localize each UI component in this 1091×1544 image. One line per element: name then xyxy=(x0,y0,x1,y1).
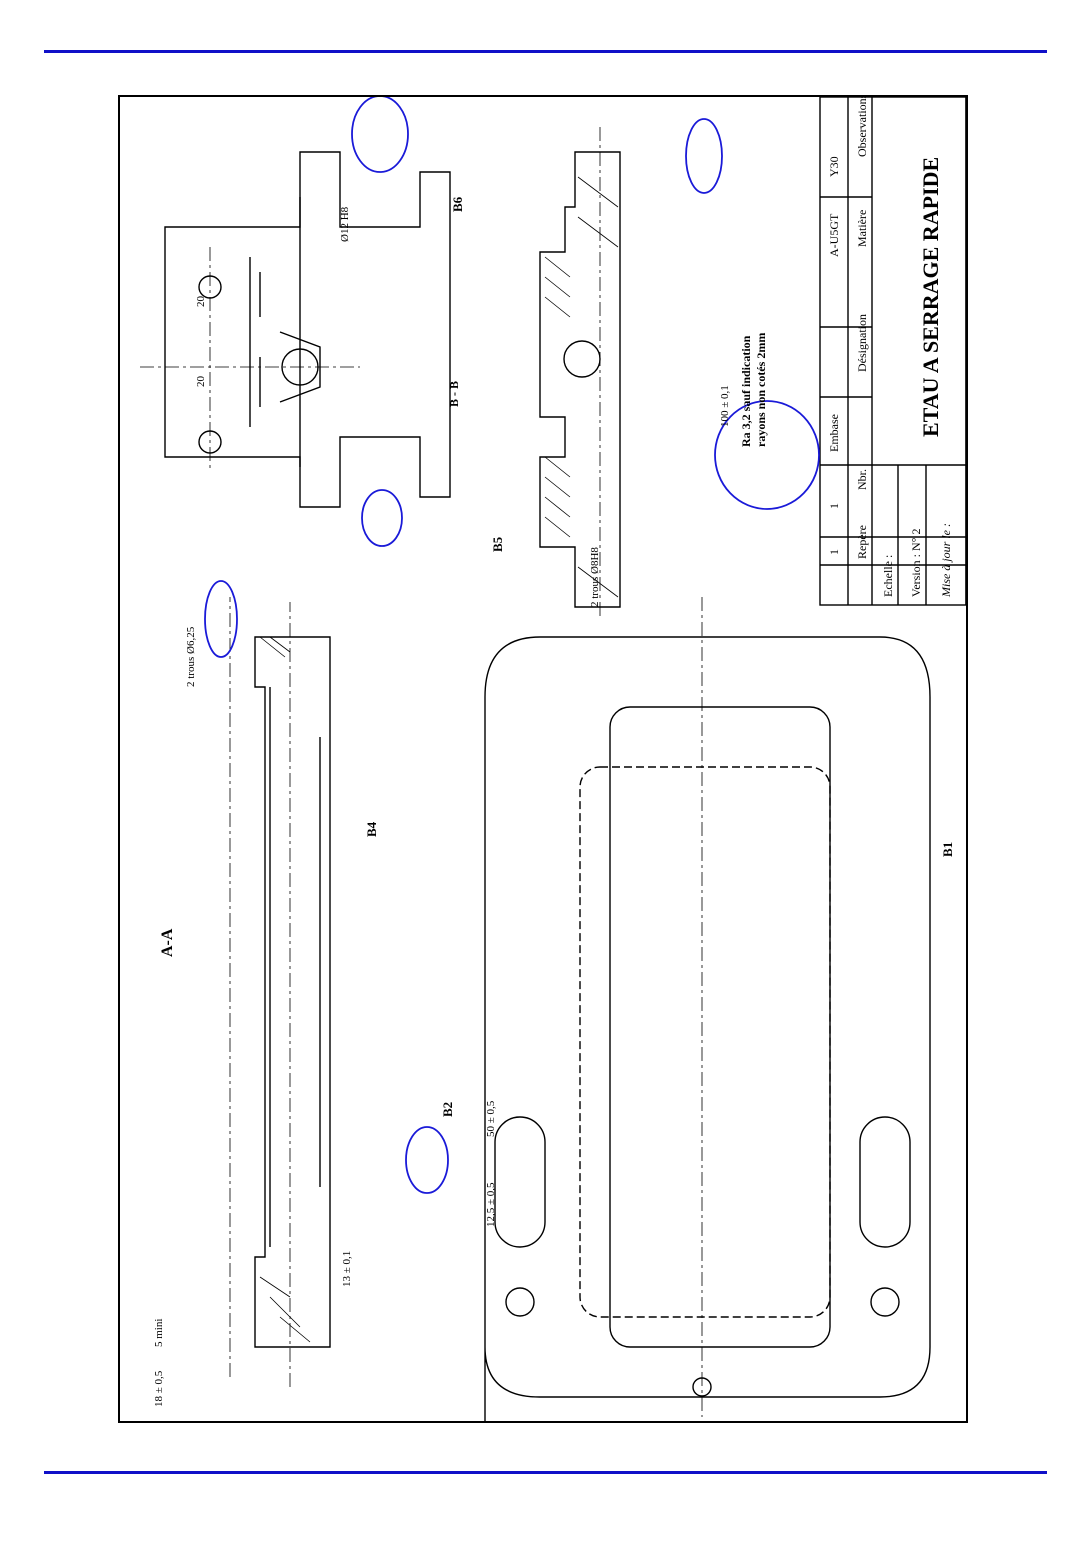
col-nbr: Nbr. xyxy=(855,469,869,490)
dim-50: 50 ± 0,5 xyxy=(485,1100,497,1137)
highlight-ellipse xyxy=(204,580,238,658)
dim-5mini: 5 mini xyxy=(153,1319,165,1347)
dim-12h8: Ø12 H8 xyxy=(339,206,351,242)
section-bb xyxy=(539,127,621,617)
highlight-ellipse xyxy=(361,489,403,547)
top-rule xyxy=(44,50,1047,53)
bottom-rule xyxy=(44,1471,1047,1474)
row-observations: Y30 xyxy=(827,156,841,177)
echelle-label: Echelle : xyxy=(881,555,895,597)
version-label: Version : N° 2 xyxy=(909,529,923,597)
dim-18: 18 ± 0,5 xyxy=(153,1370,165,1407)
view-aa-label: A-A xyxy=(159,928,176,957)
dim-20a: 20 xyxy=(195,376,207,388)
col-repere: Repère xyxy=(855,525,869,559)
plan-view xyxy=(484,597,931,1421)
surface-note-line1: Ra 3,2 sauf indication xyxy=(739,335,753,447)
row-designation: Embase xyxy=(827,414,841,452)
datum-b4: B4 xyxy=(364,821,379,837)
dim-125: 12,5 ± 0,5 xyxy=(485,1182,497,1227)
mise-a-jour-label: Mise à jour le : xyxy=(939,523,953,598)
dim-trous8: 2 trous Ø8H8 xyxy=(589,547,601,607)
top-view xyxy=(140,151,451,508)
row-repere: 1 xyxy=(827,549,841,555)
col-observations: Observations xyxy=(855,97,869,157)
highlight-ellipse xyxy=(405,1126,449,1194)
dim-20b: 20 xyxy=(195,296,207,308)
title-block xyxy=(819,97,966,606)
section-aa xyxy=(229,597,331,1387)
col-matiere: Matière xyxy=(855,210,869,247)
technical-drawing: ETAU A SERRAGE RAPIDE Observations Matiè… xyxy=(140,97,966,1421)
highlight-ellipse xyxy=(714,400,820,510)
datum-b1: B1 xyxy=(940,842,955,857)
dim-trous625: 2 trous Ø6,25 xyxy=(185,626,197,687)
dim-100: 100 ± 0,1 xyxy=(719,385,731,427)
view-bb-label: B - B xyxy=(447,381,461,407)
drawing-title: ETAU A SERRAGE RAPIDE xyxy=(918,157,943,437)
surface-note-line2: rayons non cotés 2mm xyxy=(754,333,768,447)
drawing-sheet: ETAU A SERRAGE RAPIDE Observations Matiè… xyxy=(118,95,968,1423)
highlight-ellipse xyxy=(685,118,723,194)
datum-b6: B6 xyxy=(450,196,465,212)
dim-13: 13 ± 0,1 xyxy=(341,1251,353,1287)
row-nbr: 1 xyxy=(827,503,841,509)
row-matiere: A-U5GT xyxy=(827,213,841,257)
highlight-ellipse xyxy=(351,97,409,173)
col-designation: Désignation xyxy=(855,314,869,372)
datum-b5: B5 xyxy=(490,536,505,552)
datum-b2: B2 xyxy=(440,1102,455,1117)
